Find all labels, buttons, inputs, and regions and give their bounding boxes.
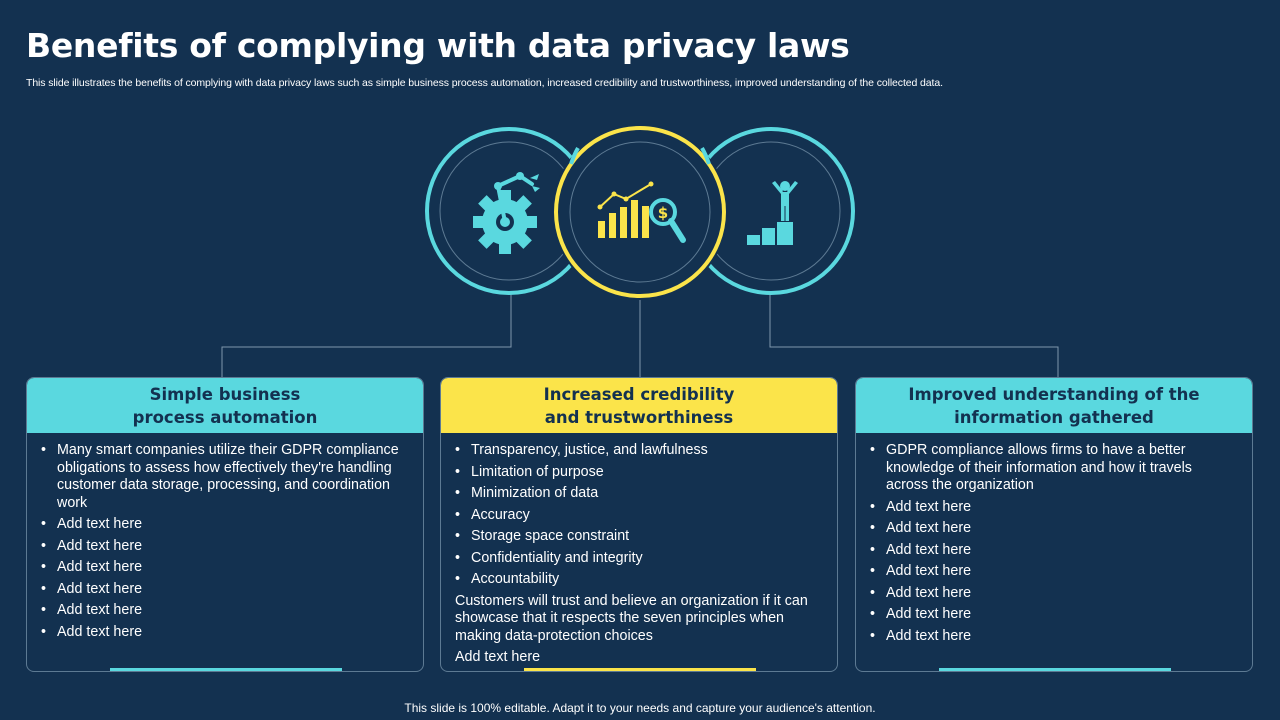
list-item: Limitation of purpose — [455, 464, 823, 482]
card-process-automation: Simple business process automation Many … — [26, 377, 424, 672]
list-item: Transparency, justice, and lawfulness — [455, 442, 823, 460]
list-item: Accountability — [455, 571, 823, 589]
accent-line — [524, 668, 756, 671]
list-item: Many smart companies utilize their GDPR … — [41, 442, 409, 512]
list-item: Add text here — [870, 542, 1238, 560]
list-item: Add text here — [870, 585, 1238, 603]
page-title: Benefits of complying with data privacy … — [26, 26, 850, 65]
card-body: Many smart companies utilize their GDPR … — [27, 433, 423, 641]
card-credibility: Increased credibility and trustworthines… — [440, 377, 838, 672]
list-item: Minimization of data — [455, 485, 823, 503]
list-item: Add text here — [41, 581, 409, 599]
list-item: Add text here — [41, 538, 409, 556]
bullet-list: GDPR compliance allows firms to have a b… — [870, 442, 1238, 645]
list-item: Accuracy — [455, 507, 823, 525]
list-item: Confidentiality and integrity — [455, 550, 823, 568]
list-item: Add text here — [870, 520, 1238, 538]
svg-text:$: $ — [658, 204, 668, 222]
list-item: Add text here — [41, 516, 409, 534]
list-item: Add text here — [870, 563, 1238, 581]
card-body: GDPR compliance allows firms to have a b… — [856, 433, 1252, 645]
footer-note: This slide is 100% editable. Adapt it to… — [404, 701, 876, 715]
bullet-list: Many smart companies utilize their GDPR … — [41, 442, 409, 641]
list-item: Add text here — [41, 602, 409, 620]
card-heading: Simple business process automation — [27, 378, 423, 433]
card-body: Transparency, justice, and lawfulness Li… — [441, 433, 837, 667]
list-item: Add text here — [870, 628, 1238, 646]
list-item: GDPR compliance allows firms to have a b… — [870, 442, 1238, 495]
list-item: Add text here — [870, 499, 1238, 517]
bullet-list: Transparency, justice, and lawfulness Li… — [455, 442, 823, 589]
circle-center — [552, 124, 728, 300]
list-item: Add text here — [870, 606, 1238, 624]
bar-chart-dollar-magnifier-icon: $ — [597, 181, 686, 243]
list-item: Add text here — [41, 624, 409, 642]
list-item: Storage space constraint — [455, 528, 823, 546]
card-information-understanding: Improved understanding of the informatio… — [855, 377, 1253, 672]
connector-lines — [221, 292, 1059, 377]
card-heading: Increased credibility and trustworthines… — [441, 378, 837, 433]
robotic-arm-gear-icon — [473, 172, 540, 254]
accent-line — [110, 668, 342, 671]
person-on-podium-icon — [747, 181, 798, 245]
circles-diagram: $ — [221, 124, 1059, 377]
list-item: Add text here — [41, 559, 409, 577]
accent-line — [939, 668, 1171, 671]
card-heading: Improved understanding of the informatio… — [856, 378, 1252, 433]
card-paragraph: Customers will trust and believe an orga… — [455, 592, 808, 644]
page-subtitle: This slide illustrates the benefits of c… — [26, 77, 943, 89]
card-extra-text: Add text here — [455, 649, 541, 665]
